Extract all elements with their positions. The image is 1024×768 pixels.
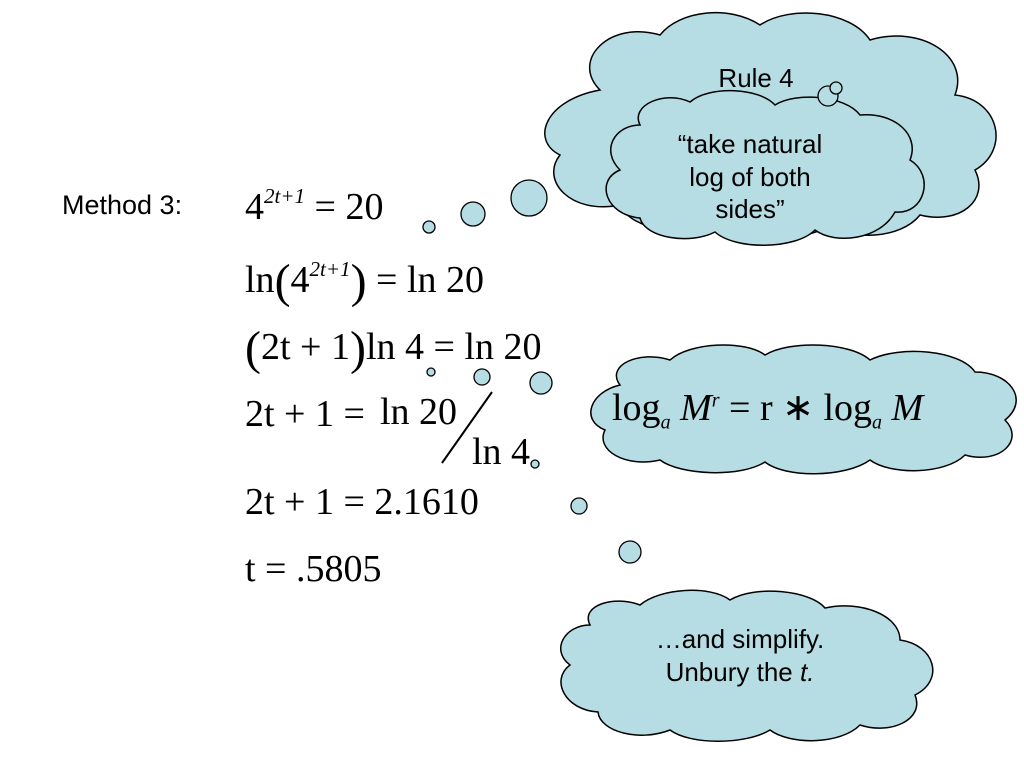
eq2-exponent: 2t+1 xyxy=(309,257,351,282)
simplify-line1: …and simplify. xyxy=(655,624,825,654)
rule-bubble-b xyxy=(829,81,843,95)
eq2-base: 4 xyxy=(290,259,310,301)
formula-M1: M xyxy=(680,387,712,429)
thought-bubble-9 xyxy=(618,540,642,564)
simplify-line2: Unbury the t. xyxy=(590,656,890,689)
eq2-ln: ln xyxy=(245,259,275,301)
rule-body-line1: “take natural xyxy=(677,129,823,159)
rule-body-line3: sides” xyxy=(715,194,785,224)
thought-bubble-2 xyxy=(460,201,486,227)
eq3-rest: ln 4 = ln 20 xyxy=(365,326,542,368)
thought-bubble-4 xyxy=(426,367,436,377)
eq1-rhs: = 20 xyxy=(314,186,384,228)
rule-title: Rule 4 xyxy=(718,63,794,93)
formula-cloud xyxy=(590,344,1017,475)
eq1-base: 4 xyxy=(245,186,264,228)
thought-bubble-5 xyxy=(473,368,491,386)
equation-5: 2t + 1 = 2.1610 xyxy=(245,481,479,523)
eq3-lhs: 2t + 1 xyxy=(260,326,350,368)
formula-sub2: a xyxy=(872,411,882,434)
formula-sup: r xyxy=(711,389,720,412)
simplify-text: …and simplify. Unbury the t. xyxy=(590,623,890,688)
formula-sub1: a xyxy=(660,411,671,434)
formula-M2: M xyxy=(891,387,924,429)
simplify-line2-prefix: Unbury the xyxy=(665,656,793,687)
rule-cloud-inner xyxy=(605,90,925,246)
simplify-cloud xyxy=(559,589,934,742)
thought-bubble-6 xyxy=(529,371,553,395)
equation-1: 42t+1 = 20 xyxy=(245,186,384,228)
eq1-exponent: 2t+1 xyxy=(264,184,306,209)
rule-body: “take natural log of both sides” xyxy=(620,128,880,226)
eq4-lhs: 2t + 1 = xyxy=(245,393,365,435)
thought-bubble-8 xyxy=(570,497,588,515)
eq4-denominator: ln 4 xyxy=(472,431,531,473)
log-power-rule-formula: loga Mr = r ∗ loga M xyxy=(612,385,992,436)
equation-6: t = .5805 xyxy=(245,548,382,590)
method-label: Method 3: xyxy=(62,190,183,220)
simplify-line2-var: t. xyxy=(799,656,815,687)
formula-mid: = r ∗ log xyxy=(729,387,872,429)
fraction-slash xyxy=(441,391,493,464)
equation-3: (2t + 1)ln 4 = ln 20 xyxy=(245,322,542,375)
equation-2: ln(42t+1) = ln 20 xyxy=(245,255,485,308)
eq4-numerator: ln 20 xyxy=(380,391,458,433)
eq2-rhs: = ln 20 xyxy=(376,259,485,301)
thought-bubble-1 xyxy=(422,220,436,234)
formula-log1: log xyxy=(612,387,661,429)
rule-body-line2: log of both xyxy=(689,161,811,192)
equation-4: 2t + 1 = xyxy=(245,395,365,433)
thought-bubble-7 xyxy=(530,459,540,469)
thought-bubble-3 xyxy=(510,179,548,217)
